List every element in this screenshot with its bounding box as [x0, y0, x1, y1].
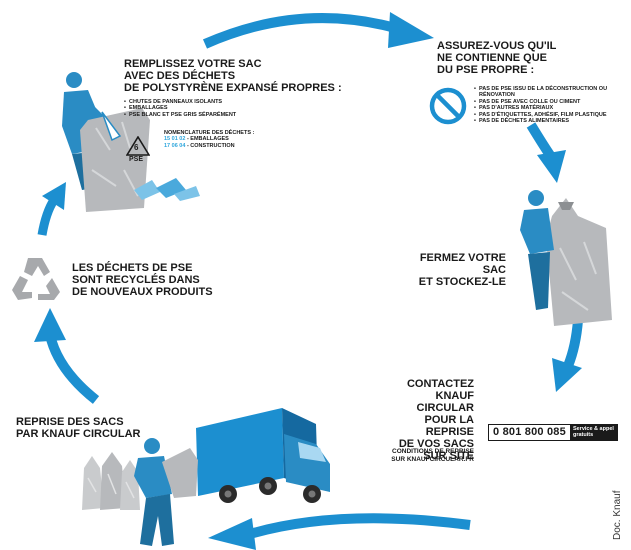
list-item: CHUTES DE PANNEAUX ISOLANTS	[124, 99, 354, 106]
nomenclature-block: NOMENCLATURE DES DÉCHETS : 15 01 02 - EM…	[164, 130, 334, 149]
list-item: PAS DE DÉCHETS ALIMENTAIRES	[474, 118, 624, 125]
contact-title-line-3: POUR LA REPRISE	[424, 414, 475, 438]
recycle-pse-icon	[126, 136, 150, 156]
worker-filling-bag-illustration	[58, 70, 158, 218]
contact-step-title: CONTACTEZ KNAUF CIRCULAR POUR LA REPRISE…	[378, 378, 474, 462]
arrow-bottom	[248, 513, 471, 539]
contact-title-line-1: CONTACTEZ	[406, 378, 474, 390]
list-item: PAS D'AUTRES MATÉRIAUX	[474, 105, 624, 112]
conditions-block: CONDITIONS DE REPRISE SUR KNAUFCIRCULAR.…	[370, 448, 474, 464]
truck-icon	[196, 408, 330, 503]
check-title-line-3: DU PSE PROPRE :	[437, 64, 535, 76]
fill-title-line-2: AVEC DES DÉCHETS	[124, 70, 236, 82]
fill-title-line-3: DE POLYSTYRÈNE EXPANSÉ PROPRES :	[124, 82, 342, 94]
worker-closing-bag-illustration	[514, 188, 618, 328]
recycle-title-line-3: DE NOUVEAUX PRODUITS	[72, 286, 213, 298]
fill-title-line-1: REMPLISSEZ VOTRE SAC	[124, 58, 262, 70]
check-step-list: PAS DE PSE ISSU DE LA DÉCONSTRUCTION OU …	[474, 86, 624, 125]
pse-scraps-icon	[134, 178, 200, 201]
arrow-left	[45, 333, 100, 404]
pickup-title-line-2: PAR KNAUF CIRCULAR	[16, 428, 141, 440]
pickup-title-line-1: REPRISE DES SACS	[16, 416, 124, 428]
nomenclature-row: 17 06 04 - CONSTRUCTION	[164, 142, 235, 149]
recycle-number: 6	[134, 143, 139, 152]
arrow-left-head	[34, 308, 66, 342]
arrow-up-left	[37, 197, 58, 236]
check-step-title: ASSUREZ-VOUS QU'IL NE CONTIENNE QUE DU P…	[437, 40, 597, 76]
recycling-arrows-icon	[12, 258, 60, 300]
photo-credit: Doc. Knauf	[612, 490, 623, 540]
bag-icon	[546, 198, 612, 326]
check-title-line-1: ASSUREZ-VOUS QU'IL	[437, 40, 557, 52]
arrow-up-left-head	[42, 182, 66, 210]
arrow-bottom-head	[208, 518, 256, 550]
contact-title-line-2: KNAUF CIRCULAR	[416, 390, 474, 414]
check-title-line-2: NE CONTIENNE QUE	[437, 52, 548, 64]
close-step-title: FERMEZ VOTRE SAC ET STOCKEZ-LE	[404, 252, 506, 288]
close-title-line-1: FERMEZ VOTRE SAC	[419, 252, 506, 276]
arrow-right-lower	[563, 319, 583, 368]
list-item: PSE BLANC ET PSE GRIS SÉPARÉMENT	[124, 112, 354, 119]
conditions-link[interactable]: SUR KNAUFCIRCULAR.FR	[391, 456, 474, 463]
conditions-line-1: CONDITIONS DE REPRISE	[392, 448, 474, 455]
worker-icon	[520, 190, 554, 310]
phone-number[interactable]: 0 801 800 085	[493, 426, 566, 438]
nomenclature-title: NOMENCLATURE DES DÉCHETS :	[164, 130, 255, 136]
close-title-line-2: ET STOCKEZ-LE	[418, 276, 506, 288]
prohibition-icon	[429, 87, 467, 125]
arrow-top-head	[388, 12, 434, 48]
arrow-right-lower-head	[552, 358, 582, 392]
arrow-top	[202, 13, 397, 49]
recycle-title-line-2: SONT RECYCLÉS DANS	[72, 274, 200, 286]
list-item: EMBALLAGES	[124, 105, 354, 112]
worker-icon	[134, 438, 198, 546]
fill-step-list: CHUTES DE PANNEAUX ISOLANTS EMBALLAGES P…	[124, 99, 354, 119]
list-item: PAS D'ÉTIQUETTES, ADHÉSIF, FILM PLASTIQU…	[474, 112, 624, 119]
fill-step-block: REMPLISSEZ VOTRE SAC AVEC DES DÉCHETS DE…	[124, 58, 354, 119]
contact-title-line-5: SUR SITE	[423, 450, 474, 462]
phone-box[interactable]: 0 801 800 085 Service & appel gratuits	[488, 424, 618, 441]
nomenclature-row: 15 01 02 - EMBALLAGES	[164, 136, 229, 143]
phone-service-tag: Service & appel gratuits	[569, 425, 617, 440]
arrow-right-upper-head	[537, 150, 566, 183]
contact-title-line-4: DE VOS SACS	[398, 438, 474, 450]
recycle-step-title: LES DÉCHETS DE PSE SONT RECYCLÉS DANS DE…	[72, 262, 232, 298]
bag-icon	[80, 108, 150, 212]
list-item: PAS DE PSE AVEC COLLE OU CIMENT	[474, 99, 624, 106]
fill-step-title: REMPLISSEZ VOTRE SAC AVEC DES DÉCHETS DE…	[124, 58, 354, 94]
recycle-pse-symbol: 6 PSE	[126, 136, 150, 163]
recycle-label: PSE	[129, 156, 144, 163]
pickup-step-title: REPRISE DES SACS PAR KNAUF CIRCULAR	[16, 416, 156, 440]
list-item: PAS DE PSE ISSU DE LA DÉCONSTRUCTION OU …	[474, 86, 624, 99]
recycle-title-line-1: LES DÉCHETS DE PSE	[72, 262, 193, 274]
